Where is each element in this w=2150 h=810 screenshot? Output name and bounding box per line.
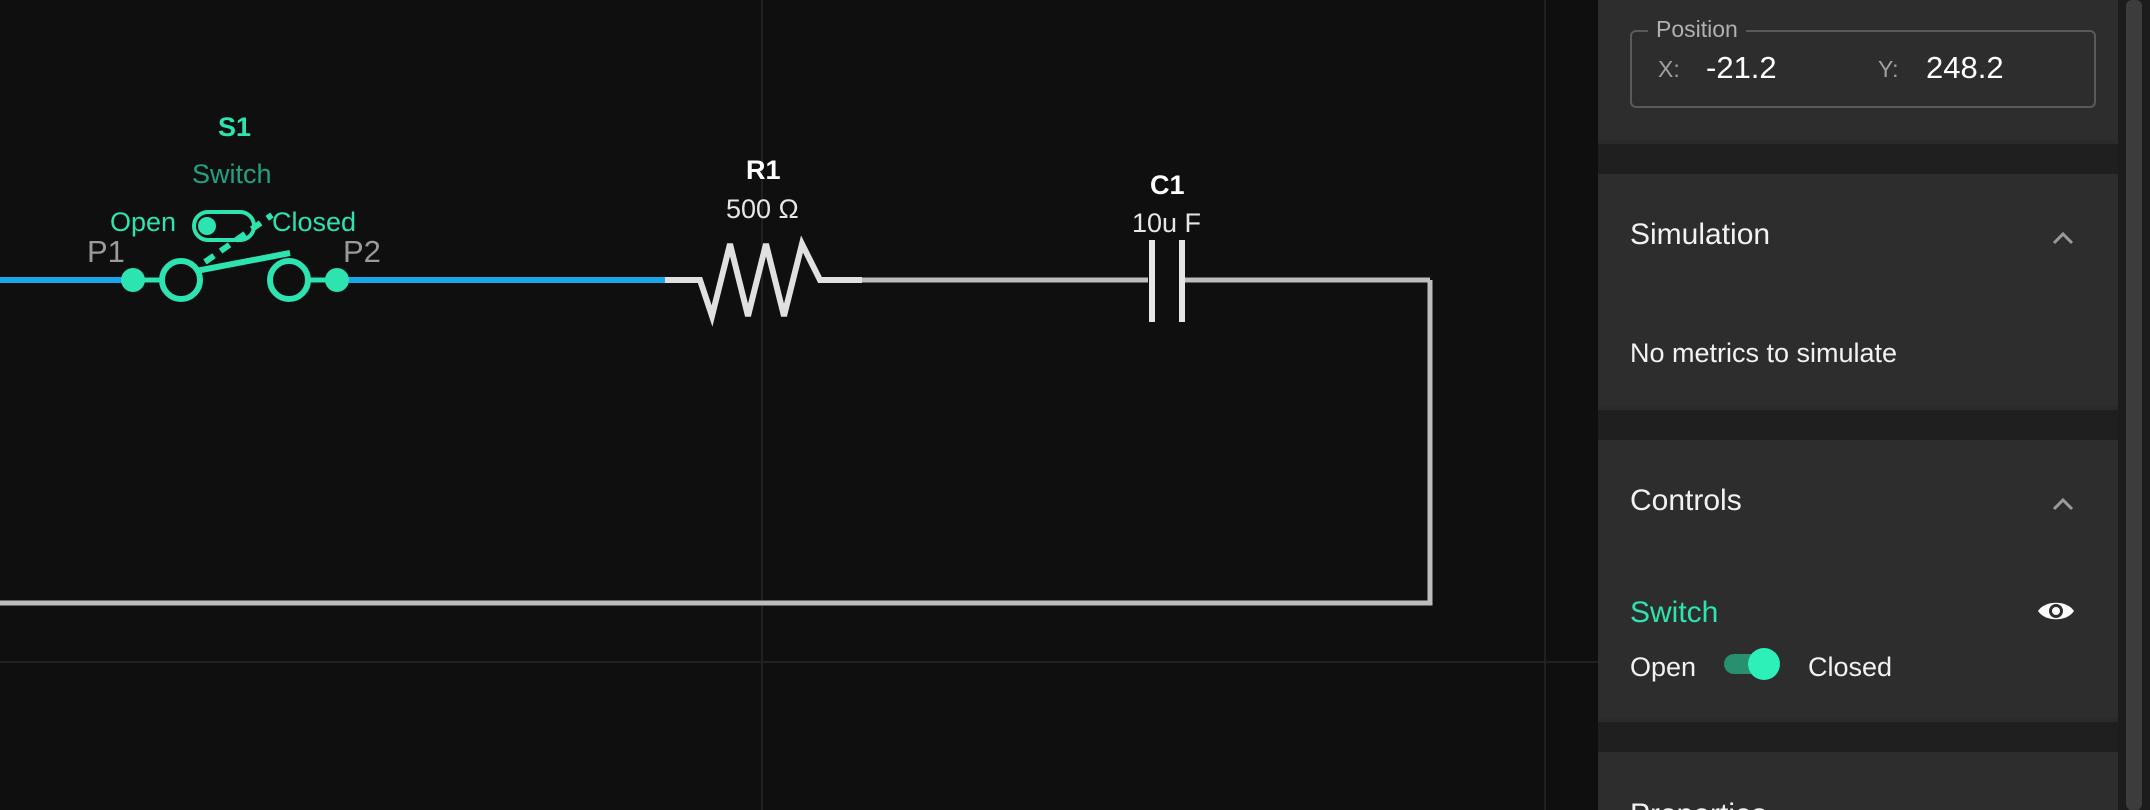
pin-p2-label: P2 — [343, 234, 381, 269]
x-label: X: — [1658, 56, 1680, 82]
y-input[interactable]: 248.2 — [1926, 50, 2004, 85]
schematic-canvas[interactable]: S1 Switch Open Closed P1 P2 R1 500 Ω C1 … — [0, 0, 1598, 810]
properties-panel: Position X: -21.2 Y: 248.2 Simulation No… — [1598, 0, 2118, 810]
properties-section: Properties — [1598, 752, 2118, 810]
simulation-section: Simulation No metrics to simulate — [1598, 174, 2118, 406]
control-closed-label: Closed — [1808, 652, 1893, 682]
x-input[interactable]: -21.2 — [1706, 50, 1777, 85]
controls-section: Controls Switch Open Closed — [1598, 440, 2118, 718]
chevron-up-icon[interactable] — [2048, 224, 2078, 254]
switch-s1-symbol[interactable] — [121, 210, 349, 302]
capacitor-c1-symbol[interactable] — [1149, 240, 1185, 322]
properties-title[interactable]: Properties — [1630, 798, 1767, 810]
simulation-message: No metrics to simulate — [1630, 338, 1898, 368]
position-fieldset: Position X: -21.2 Y: 248.2 — [1630, 16, 2096, 108]
capacitor-value-label: 10u F — [1132, 208, 1202, 238]
panel-scrollbar[interactable] — [2118, 0, 2150, 810]
switch-toggle[interactable] — [1724, 646, 1782, 682]
switch-ref-label: S1 — [218, 112, 252, 142]
section-divider — [1598, 722, 2118, 752]
resistor-r1-symbol[interactable] — [665, 235, 862, 327]
switch-toggle-knob — [1748, 648, 1780, 680]
eye-icon[interactable] — [2036, 596, 2076, 626]
position-legend: Position — [1648, 16, 1746, 43]
chevron-up-icon[interactable] — [2048, 490, 2078, 520]
resistor-ref-label: R1 — [746, 155, 781, 185]
schematic-drawing — [0, 0, 1598, 810]
section-divider — [1598, 144, 2118, 174]
controls-title[interactable]: Controls — [1630, 484, 1742, 517]
y-label: Y: — [1878, 56, 1899, 82]
control-open-label: Open — [1630, 652, 1697, 682]
wire[interactable] — [0, 280, 1433, 606]
simulation-title[interactable]: Simulation — [1630, 218, 1771, 251]
switch-type-label: Switch — [192, 159, 272, 189]
resistor-value-label: 500 Ω — [726, 194, 799, 224]
position-section: Position X: -21.2 Y: 248.2 — [1598, 0, 2118, 140]
control-switch-label: Switch — [1630, 596, 1719, 629]
switch-closed-label: Closed — [272, 207, 357, 237]
switch-open-label: Open — [110, 207, 177, 237]
pin-p1-label: P1 — [87, 234, 125, 269]
capacitor-ref-label: C1 — [1150, 170, 1185, 200]
scrollbar-thumb[interactable] — [2126, 0, 2142, 810]
section-divider — [1598, 410, 2118, 440]
